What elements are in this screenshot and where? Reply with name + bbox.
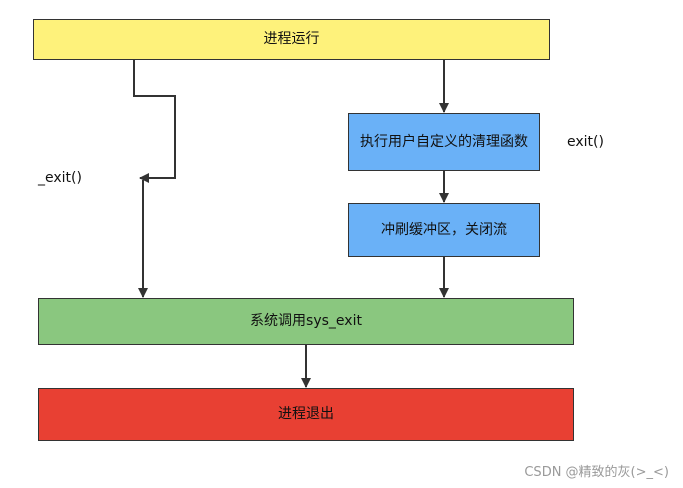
exit-edge-label: exit() — [567, 134, 604, 150]
flush-buffers-label: 冲刷缓冲区，关闭流 — [381, 221, 507, 238]
custom-cleanup-node: 执行用户自定义的清理函数 — [348, 113, 540, 171]
flush-buffers-node: 冲刷缓冲区，关闭流 — [348, 203, 540, 257]
exit-underscore-connector — [133, 60, 176, 183]
process-exit-node: 进程退出 — [38, 388, 574, 441]
sys-exit-label: 系统调用sys_exit — [250, 313, 362, 329]
process-running-node: 进程运行 — [33, 19, 550, 60]
custom-cleanup-label: 执行用户自定义的清理函数 — [360, 133, 528, 150]
exit-underscore-edge-label: _exit() — [38, 170, 82, 186]
process-exit-label: 进程退出 — [278, 406, 334, 422]
sys-exit-node: 系统调用sys_exit — [38, 298, 574, 345]
watermark: CSDN @精致的灰(>_<) — [524, 465, 669, 480]
process-running-label: 进程运行 — [263, 31, 320, 47]
